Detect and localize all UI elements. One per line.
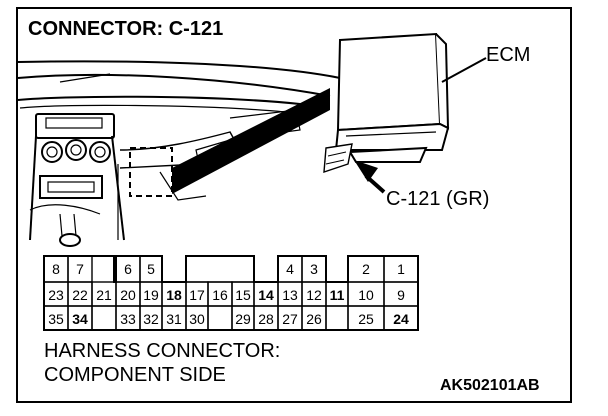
pin-number: 10 — [358, 287, 374, 303]
pin-number: 5 — [147, 261, 155, 277]
dashboard-illustration — [17, 60, 341, 247]
pin-number: 18 — [166, 287, 182, 303]
pin-number: 31 — [166, 311, 182, 327]
connector-key-block — [185, 255, 255, 283]
pin-cell — [91, 305, 117, 331]
pin-number: 28 — [258, 311, 274, 327]
pin-number: 33 — [120, 311, 136, 327]
pin-number: 29 — [235, 311, 251, 327]
pin-number: 11 — [330, 287, 345, 303]
pin-number: 35 — [48, 311, 64, 327]
pin-number: 17 — [189, 287, 205, 303]
pin-number: 21 — [96, 287, 112, 303]
ecm-label: ECM — [486, 44, 531, 66]
pin-number: 15 — [235, 287, 251, 303]
pin-number: 4 — [286, 261, 294, 277]
diagram-title: CONNECTOR: C-121 — [28, 18, 224, 40]
pin-number: 26 — [306, 311, 322, 327]
pin-number: 7 — [76, 261, 84, 277]
pin-number: 34 — [72, 311, 88, 327]
caption-line-2: COMPONENT SIDE — [44, 364, 226, 386]
pin-number: 32 — [143, 311, 159, 327]
figure-code: AK502101AB — [440, 377, 540, 394]
pin-number: 19 — [143, 287, 159, 303]
pin-number: 6 — [124, 261, 132, 277]
ecm-module — [323, 32, 450, 173]
pin-number: 22 — [72, 287, 88, 303]
ecm-leader-line — [441, 57, 487, 83]
pin-number: 13 — [282, 287, 298, 303]
pin-number: 8 — [52, 261, 60, 277]
pin-cell — [207, 305, 233, 331]
pin-number: 3 — [310, 261, 318, 277]
pin-number: 12 — [306, 287, 322, 303]
pin-number: 20 — [120, 287, 136, 303]
pin-cell — [325, 305, 349, 331]
pin-number: 14 — [258, 287, 274, 303]
pin-number: 2 — [362, 261, 370, 277]
pin-number: 9 — [397, 287, 405, 303]
connector-label: C-121 (GR) — [386, 188, 490, 210]
pin-number: 30 — [189, 311, 205, 327]
leader-wedge — [172, 88, 330, 194]
diagram-frame — [16, 7, 572, 403]
pin-number: 1 — [397, 261, 405, 277]
pin-number: 27 — [282, 311, 298, 327]
caption-line-1: HARNESS CONNECTOR: — [44, 340, 281, 362]
pin-number: 25 — [358, 311, 374, 327]
pin-cell — [383, 305, 419, 331]
pin-number: 16 — [212, 287, 228, 303]
connector-arrow — [354, 160, 386, 194]
pin-number: 24 — [393, 311, 409, 327]
pin-number: 23 — [48, 287, 64, 303]
